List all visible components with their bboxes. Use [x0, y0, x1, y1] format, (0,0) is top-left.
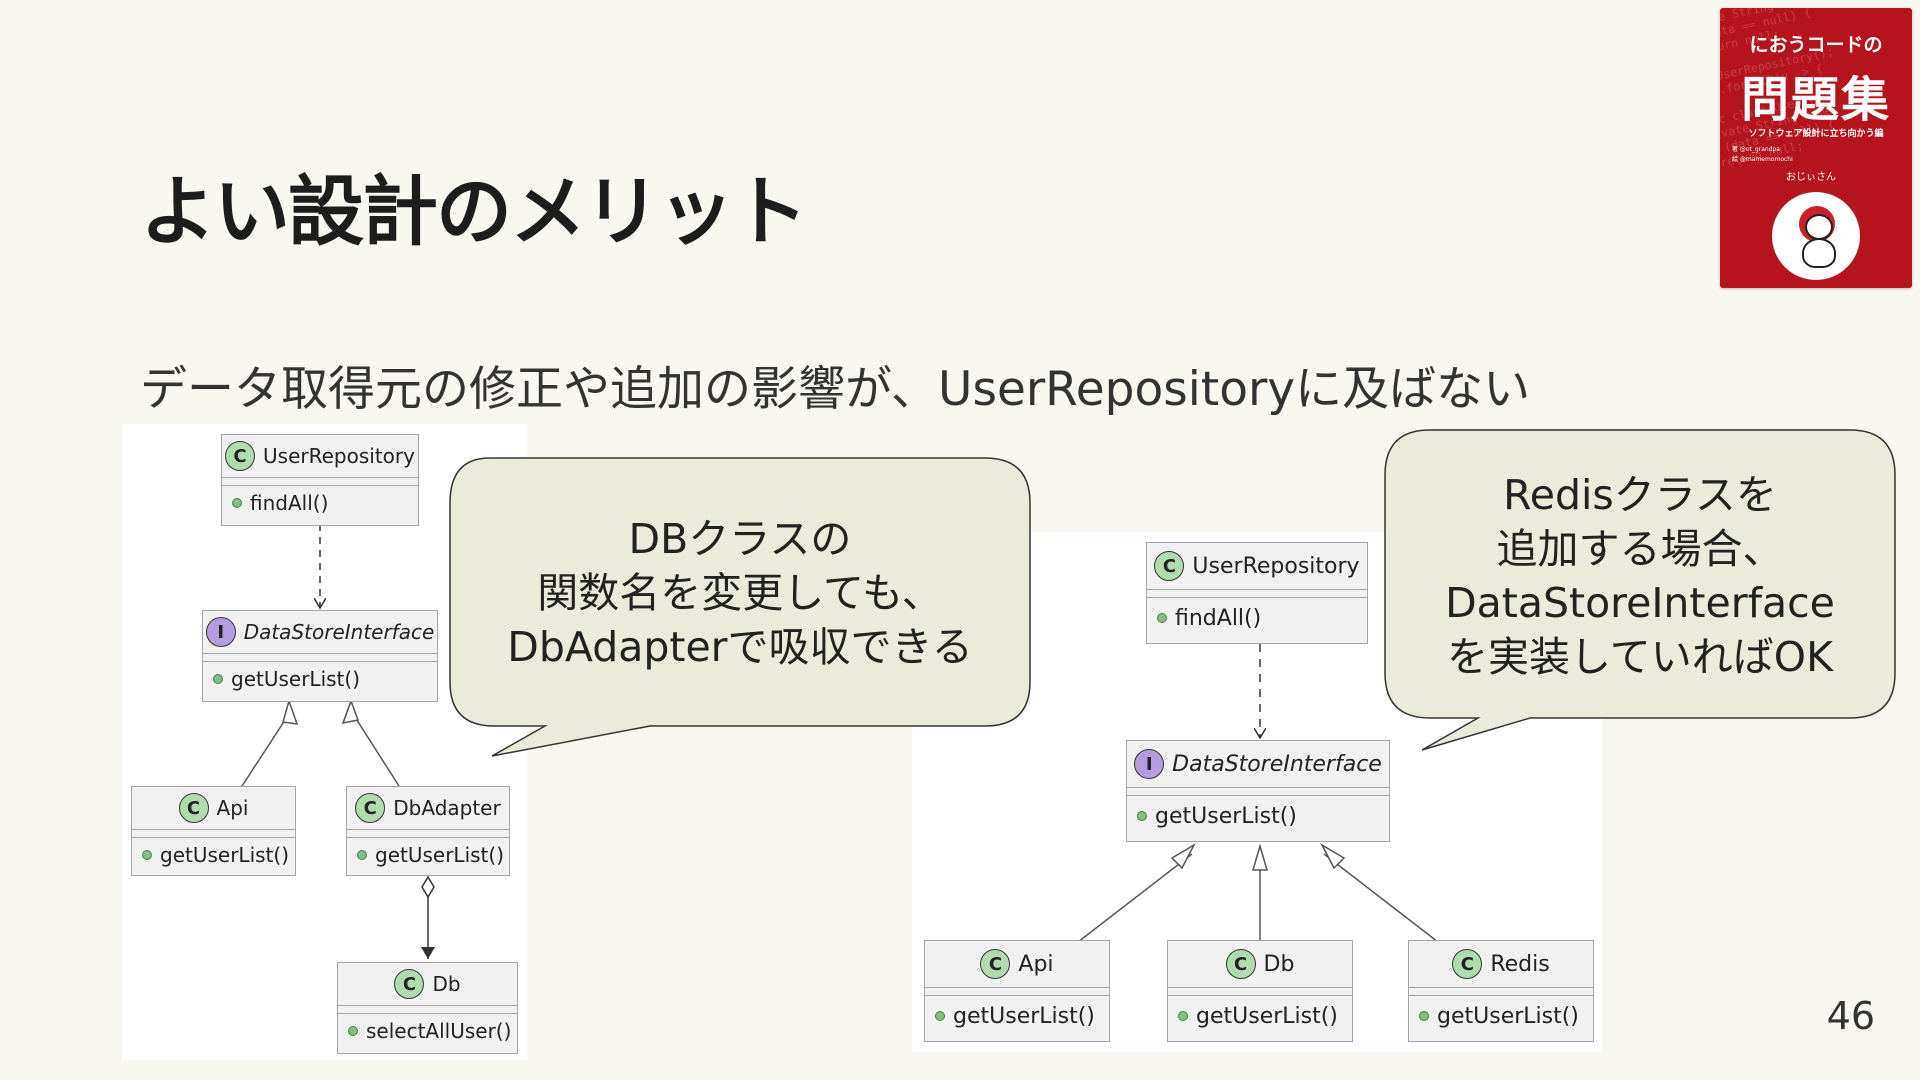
uml-interface-datastore: I DataStoreInterface getUserList() — [1126, 740, 1390, 842]
db-triangle-head — [1252, 843, 1268, 871]
book-title-line1: におうコードの — [1749, 34, 1883, 56]
public-method-icon — [935, 1011, 945, 1021]
bubble-left-line2: 関数名を変更しても、 — [537, 569, 943, 617]
bubble-left-line3: DbAdapterで吸収できる — [507, 623, 973, 671]
method-name: getUserList() — [1155, 803, 1297, 829]
uml-class-user-repository: C UserRepository findAll() — [221, 434, 419, 526]
class-badge-icon: C — [1452, 949, 1483, 979]
public-method-icon — [213, 674, 223, 684]
class-name: UserRepository — [263, 444, 415, 468]
class-badge-icon: C — [1225, 949, 1256, 979]
public-method-icon — [142, 850, 152, 860]
class-name: Db — [432, 972, 461, 996]
slide-subtitle: データ取得元の修正や追加の影響が、UserRepositoryに及ばない — [140, 362, 1531, 417]
uml-class-user-repository: C UserRepository findAll() — [1146, 542, 1368, 644]
class-name: Api — [1018, 951, 1054, 977]
class-badge-icon: C — [980, 949, 1011, 979]
adapter-implements-line — [352, 713, 400, 787]
speech-bubble-left-shape — [449, 457, 1031, 757]
mascot-body — [1802, 238, 1836, 268]
speech-bubble-right-text: Redisクラスを 追加する場合、 DataStoreInterface を実装… — [1385, 468, 1895, 684]
slide-title: よい設計のメリット — [140, 167, 808, 256]
uml-class-redis: C Redis getUserList() — [1408, 940, 1594, 1042]
method-name: findAll() — [1175, 605, 1262, 631]
redis-implements-line — [1323, 853, 1439, 943]
method-name: getUserList() — [953, 1003, 1095, 1029]
uml-interface-datastore: I DataStoreInterface getUserList() — [202, 610, 438, 702]
api-triangle-head — [1170, 843, 1196, 870]
method-name: getUserList() — [231, 667, 360, 691]
method-name: selectAllUser() — [366, 1019, 512, 1043]
public-method-icon — [357, 850, 367, 860]
method-name: findAll() — [250, 491, 329, 515]
class-name: Redis — [1490, 951, 1550, 977]
uml-class-api: C Api getUserList() — [924, 940, 1110, 1042]
api-implements-line — [1077, 853, 1193, 943]
mascot-label: おじぃさん — [1786, 172, 1836, 183]
public-method-icon — [1157, 613, 1167, 623]
left-diagram-connectors — [241, 524, 435, 959]
method-name: getUserList() — [160, 843, 289, 867]
class-name: Api — [216, 796, 249, 820]
adapter-triangle-head — [341, 698, 360, 724]
public-method-icon — [1137, 811, 1147, 821]
class-badge-icon: C — [1154, 551, 1185, 581]
book-illustrator: 絵 @mamemomochi — [1732, 156, 1793, 163]
method-name: getUserList() — [375, 843, 504, 867]
interface-badge-icon: I — [1134, 749, 1165, 779]
bubble-right-line3: DataStoreInterface — [1445, 579, 1835, 627]
book-cover-image: public class User { private String name;… — [1720, 8, 1912, 288]
bubble-left-line1: DBクラスの — [628, 515, 852, 563]
class-badge-icon: C — [355, 793, 386, 823]
uml-class-api: C Api getUserList() — [131, 786, 296, 876]
book-subtitle: ソフトウェア設計に立ち向かう編 — [1748, 129, 1884, 139]
speech-bubble-left-text: DBクラスの 関数名を変更しても、 DbAdapterで吸収できる — [450, 512, 1030, 674]
bubble-right-line1: Redisクラスを — [1503, 471, 1777, 519]
class-name: UserRepository — [1192, 553, 1360, 579]
uml-class-dbadapter: C DbAdapter getUserList() — [346, 786, 510, 876]
interface-name: DataStoreInterface — [243, 620, 435, 644]
method-name: getUserList() — [1437, 1003, 1579, 1029]
class-badge-icon: C — [178, 793, 209, 823]
uml-class-db: C Db selectAllUser() — [337, 962, 518, 1054]
interface-name: DataStoreInterface — [1172, 751, 1382, 777]
public-method-icon — [232, 498, 242, 508]
public-method-icon — [348, 1026, 358, 1036]
api-triangle-head — [282, 698, 299, 725]
class-badge-icon: C — [394, 969, 425, 999]
book-title-main: 問題集 — [1740, 72, 1891, 128]
interface-badge-icon: I — [205, 617, 236, 647]
class-badge-icon: C — [225, 441, 256, 471]
book-credits: 著 @ot_grandpa 絵 @mamemomochi — [1732, 145, 1793, 165]
redis-triangle-head — [1320, 843, 1346, 870]
page-number: 46 — [1826, 994, 1875, 1038]
public-method-icon — [1178, 1011, 1188, 1021]
mascot-illustration: おじぃさん — [1772, 172, 1860, 280]
book-author: 著 @ot_grandpa — [1732, 146, 1780, 153]
left-uml-diagram: C UserRepository findAll() I DataStoreInte… — [122, 424, 527, 1060]
api-implements-line — [241, 713, 290, 787]
speech-bubble-right-shape — [1384, 429, 1896, 751]
bubble-right-line4: を実装していればOK — [1447, 633, 1833, 681]
right-diagram-connectors — [1077, 644, 1439, 943]
uml-class-db: C Db getUserList() — [1167, 940, 1353, 1042]
class-name: Db — [1263, 951, 1295, 977]
class-name: DbAdapter — [393, 796, 501, 820]
public-method-icon — [1419, 1011, 1429, 1021]
method-name: getUserList() — [1196, 1003, 1338, 1029]
bubble-right-line2: 追加する場合、 — [1496, 525, 1784, 573]
